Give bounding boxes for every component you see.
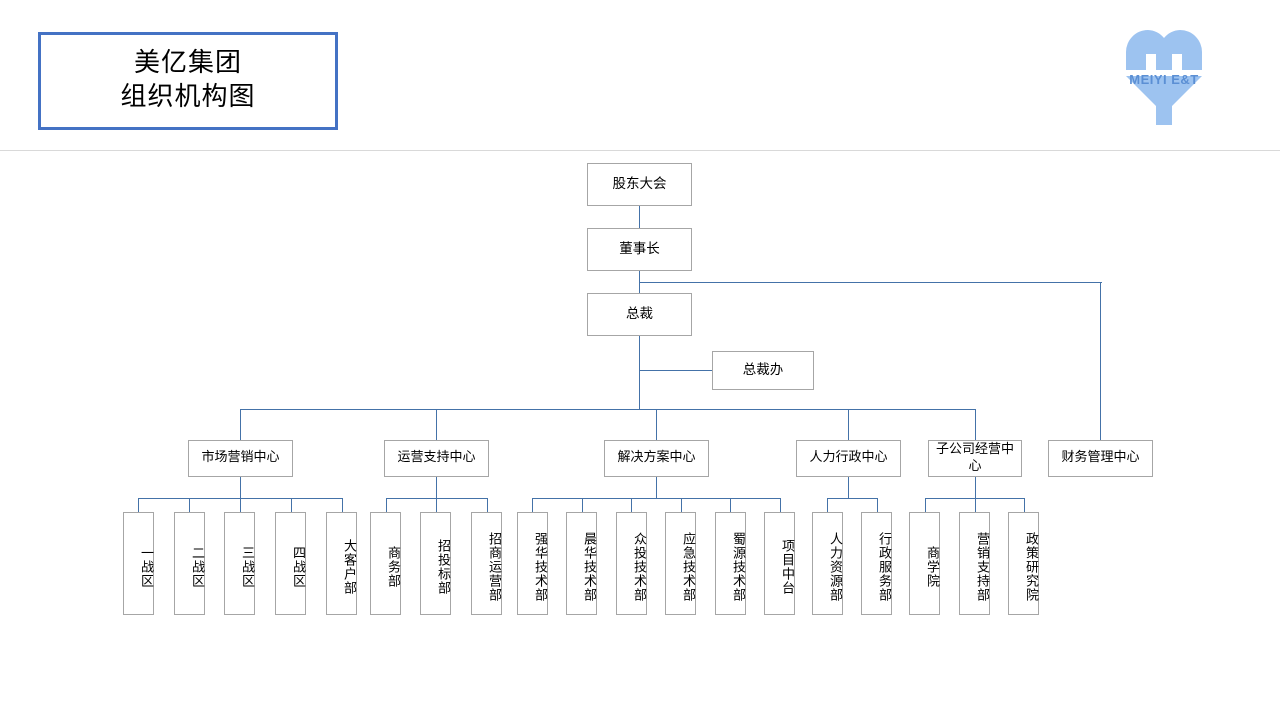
node-leaf-marketing-5[interactable]: 大客户部: [326, 512, 357, 615]
node-center-marketing[interactable]: 市场营销中心: [188, 440, 293, 477]
connector-drop-marketing: [240, 409, 242, 440]
connector-drop-hr: [848, 409, 850, 440]
connector-solutions-bus: [532, 498, 780, 500]
connector-finance-vertical: [1100, 282, 1102, 440]
connector-level2-bus: [240, 409, 976, 411]
connector-solutions-child-3: [631, 498, 633, 512]
page-title-box: 美亿集团 组织机构图: [38, 32, 338, 130]
connector-hr-bus: [827, 498, 877, 500]
header-divider: [0, 150, 1280, 151]
connector-subsidiary-stem: [975, 477, 977, 499]
node-leaf-solutions-5[interactable]: 蜀源技术部: [715, 512, 746, 615]
node-leaf-marketing-2[interactable]: 二战区: [174, 512, 205, 615]
connector-drop-operations: [436, 409, 438, 440]
node-leaf-hr-2[interactable]: 行政服务部: [861, 512, 892, 615]
node-finance-management-center[interactable]: 财务管理中心: [1048, 440, 1153, 477]
connector-chairman-finance-horizontal: [639, 282, 1102, 284]
node-leaf-solutions-3[interactable]: 众投技术部: [616, 512, 647, 615]
connector-solutions-child-6: [780, 498, 782, 512]
connector-solutions-child-4: [681, 498, 683, 512]
node-chairman[interactable]: 董事长: [587, 228, 692, 271]
connector-solutions-child-5: [730, 498, 732, 512]
node-leaf-operations-3[interactable]: 招商运营部: [471, 512, 502, 615]
connector-shareholders-chairman: [639, 206, 641, 228]
page-title-line-2: 组织机构图: [120, 82, 256, 112]
connector-marketing-stem: [240, 477, 242, 499]
page-title-line-1: 美亿集团: [133, 48, 242, 79]
node-president[interactable]: 总裁: [587, 293, 692, 336]
node-center-operations-support[interactable]: 运营支持中心: [384, 440, 489, 477]
node-leaf-solutions-1[interactable]: 强华技术部: [517, 512, 548, 615]
connector-hr-child-2: [877, 498, 879, 512]
connector-subsidiary-child-3: [1024, 498, 1026, 512]
connector-solutions-child-2: [582, 498, 584, 512]
connector-operations-stem: [436, 477, 438, 499]
connector-president-office: [639, 370, 712, 372]
connector-operations-child-3: [487, 498, 489, 512]
node-center-solutions[interactable]: 解决方案中心: [604, 440, 709, 477]
node-center-subsidiary-operations[interactable]: 子公司经营中心: [928, 440, 1022, 477]
connector-marketing-child-1: [138, 498, 140, 512]
node-leaf-operations-1[interactable]: 商务部: [370, 512, 401, 615]
node-leaf-marketing-3[interactable]: 三战区: [224, 512, 255, 615]
connector-president-stem: [639, 336, 641, 409]
connector-marketing-child-3: [240, 498, 242, 512]
logo-m-icon: [1126, 30, 1202, 125]
node-leaf-solutions-6[interactable]: 项目中台: [764, 512, 795, 615]
connector-solutions-stem: [656, 477, 658, 499]
node-leaf-solutions-4[interactable]: 应急技术部: [665, 512, 696, 615]
connector-hr-child-1: [827, 498, 829, 512]
node-leaf-subsidiary-1[interactable]: 商学院: [909, 512, 940, 615]
node-leaf-operations-2[interactable]: 招投标部: [420, 512, 451, 615]
connector-marketing-child-4: [291, 498, 293, 512]
connector-subsidiary-child-1: [925, 498, 927, 512]
logo-wordmark: MEIYI E&T: [1129, 72, 1199, 87]
connector-drop-solutions: [656, 409, 658, 440]
connector-hr-stem: [848, 477, 850, 499]
connector-marketing-child-2: [189, 498, 191, 512]
connector-marketing-child-5: [342, 498, 344, 512]
connector-drop-subsidiary: [975, 409, 977, 440]
node-leaf-marketing-4[interactable]: 四战区: [275, 512, 306, 615]
company-logo: MEIYI E&T: [1118, 22, 1210, 127]
node-leaf-solutions-2[interactable]: 晨华技术部: [566, 512, 597, 615]
connector-operations-child-2: [436, 498, 438, 512]
node-center-hr-admin[interactable]: 人力行政中心: [796, 440, 901, 477]
node-leaf-subsidiary-2[interactable]: 营销支持部: [959, 512, 990, 615]
node-shareholders-meeting[interactable]: 股东大会: [587, 163, 692, 206]
connector-subsidiary-child-2: [975, 498, 977, 512]
node-president-office[interactable]: 总裁办: [712, 351, 814, 390]
connector-operations-child-1: [386, 498, 388, 512]
node-leaf-subsidiary-3[interactable]: 政策研究院: [1008, 512, 1039, 615]
node-leaf-marketing-1[interactable]: 一战区: [123, 512, 154, 615]
node-leaf-hr-1[interactable]: 人力资源部: [812, 512, 843, 615]
connector-solutions-child-1: [532, 498, 534, 512]
